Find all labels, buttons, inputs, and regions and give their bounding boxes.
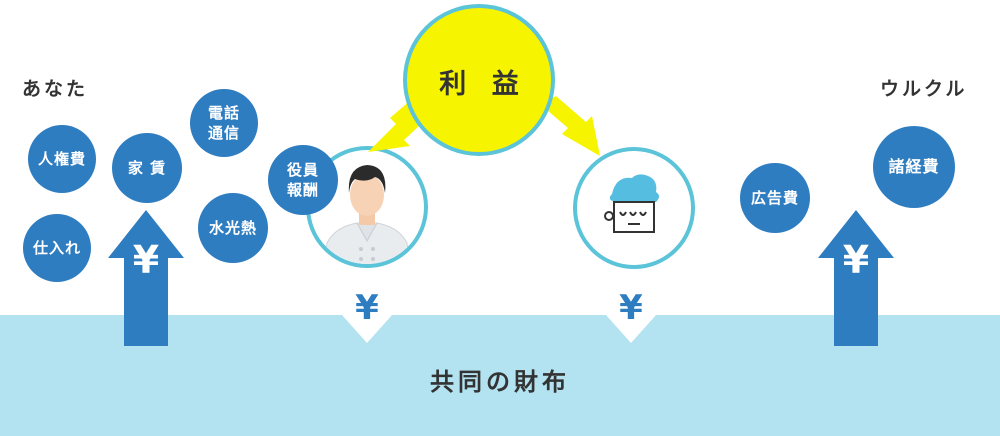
- right-party-label: ウルクル: [880, 78, 968, 100]
- officer-pay-cost-circle: 役員 報酬: [268, 145, 338, 215]
- misc-cost-circle: 諸経費: [873, 126, 955, 208]
- purchasing-cost-label: 仕入れ: [32, 238, 81, 257]
- telecom-cost-label: 電話 通信: [207, 103, 240, 142]
- misc-cost-label: 諸経費: [888, 157, 940, 177]
- profit-label: 利 益: [439, 69, 527, 100]
- urukuru-logo-icon: [573, 147, 695, 269]
- purchasing-cost-circle: 仕入れ: [23, 214, 91, 282]
- shared-wallet: [0, 315, 1000, 436]
- urukuru-yen-symbol: ¥: [619, 288, 643, 328]
- up-arrow-icon: [108, 210, 184, 346]
- labor-cost-label: 人権費: [37, 149, 86, 168]
- utilities-cost-label: 水光熱: [208, 218, 257, 237]
- advertising-cost-label: 広告費: [750, 188, 799, 207]
- telecom-cost-circle: 電話 通信: [190, 89, 258, 157]
- officer-yen-symbol: ¥: [355, 288, 379, 328]
- left-yen-symbol: ¥: [132, 238, 160, 282]
- profit-circle: [403, 4, 555, 156]
- utilities-cost-circle: 水光熱: [198, 193, 268, 263]
- advertising-cost-circle: 広告費: [740, 163, 810, 233]
- right-yen-symbol: ¥: [842, 238, 870, 282]
- officer-pay-cost-label: 役員 報酬: [286, 160, 319, 199]
- rent-cost-circle: 家 賃: [112, 133, 182, 203]
- rent-cost-label: 家 賃: [127, 158, 167, 177]
- labor-cost-circle: 人権費: [28, 125, 96, 193]
- shared-wallet-label: 共同の財布: [430, 368, 570, 396]
- up-arrow-icon: [818, 210, 894, 346]
- left-party-label: あなた: [22, 78, 89, 100]
